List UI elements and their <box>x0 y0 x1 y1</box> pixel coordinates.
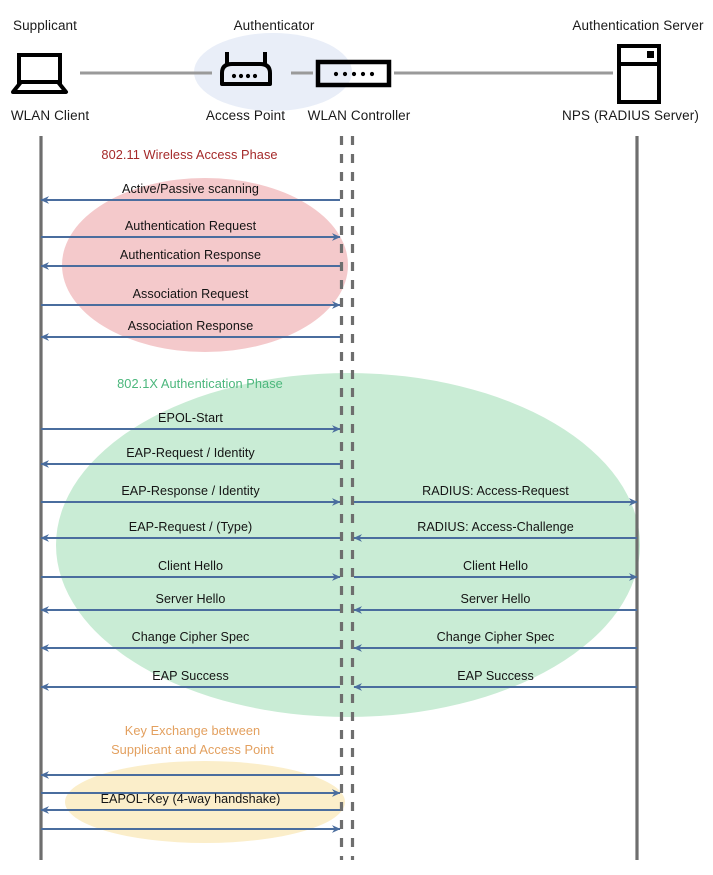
message-label-radius-access-request: RADIUS: Access-Request <box>422 484 569 498</box>
message-label-authentication-response: Authentication Response <box>119 248 262 262</box>
message-label-eap-request-identity: EAP-Request / Identity <box>126 446 255 460</box>
actor-device-nps-radius-server: NPS (RADIUS Server) <box>562 108 699 123</box>
phase-label-802-11-wireless-access: 802.11 Wireless Access Phase <box>101 147 278 162</box>
message-label-change-cipher-spec: Change Cipher Spec <box>436 630 555 644</box>
message-label-epol-start: EPOL-Start <box>158 411 223 425</box>
actor-device-wlan-client: WLAN Client <box>10 108 90 123</box>
authenticator-halo <box>194 33 352 111</box>
phase-label-802-1x-authentication: 802.1X Authentication Phase <box>117 376 283 391</box>
message-label-client-hello: Client Hello <box>158 559 223 573</box>
message-label-change-cipher-spec: Change Cipher Spec <box>131 630 250 644</box>
message-label-eap-response-identity: EAP-Response / Identity <box>121 484 260 498</box>
laptop-icon <box>11 53 68 94</box>
actor-device-wlan-controller: WLAN Controller <box>307 108 411 123</box>
message-label-radius-access-challenge: RADIUS: Access-Challenge <box>417 520 574 534</box>
message-label-active-passive-scanning: Active/Passive scanning <box>122 182 259 196</box>
message-label-server-hello: Server Hello <box>460 592 531 606</box>
message-arrows-right <box>353 498 638 691</box>
actor-role-supplicant: Supplicant <box>12 18 78 33</box>
actor-device-access-point: Access Point <box>205 108 286 123</box>
message-label-association-response: Association Response <box>127 319 254 333</box>
wlan-controller-icon <box>315 59 392 88</box>
message-label-authentication-request: Authentication Request <box>124 219 257 233</box>
message-label-eap-success: EAP Success <box>457 669 534 683</box>
actor-role-authentication-server: Authentication Server <box>572 18 704 33</box>
message-arrows-left <box>40 196 341 833</box>
lifelines <box>39 136 639 860</box>
server-icon <box>617 44 661 104</box>
message-label-eap-success: EAP Success <box>152 669 229 683</box>
phase-label-key-exchange-line1: Key Exchange between <box>124 723 261 738</box>
phase-label-key-exchange: Key Exchange between Supplicant and Acce… <box>95 722 290 759</box>
message-label-server-hello: Server Hello <box>155 592 226 606</box>
phase3-ellipse <box>65 761 345 843</box>
phase-label-key-exchange-line2: Supplicant and Access Point <box>111 741 274 757</box>
actor-role-authenticator: Authenticator <box>233 18 315 33</box>
message-label-eap-request-type: EAP-Request / (Type) <box>128 520 253 534</box>
phase-backgrounds <box>56 178 640 843</box>
message-label-eapol-key-4-way-handshake: EAPOL-Key (4-way handshake) <box>100 792 281 806</box>
message-label-association-request: Association Request <box>132 287 249 301</box>
access-point-icon <box>220 52 272 86</box>
phase2-ellipse <box>56 373 640 717</box>
message-label-client-hello: Client Hello <box>463 559 528 573</box>
